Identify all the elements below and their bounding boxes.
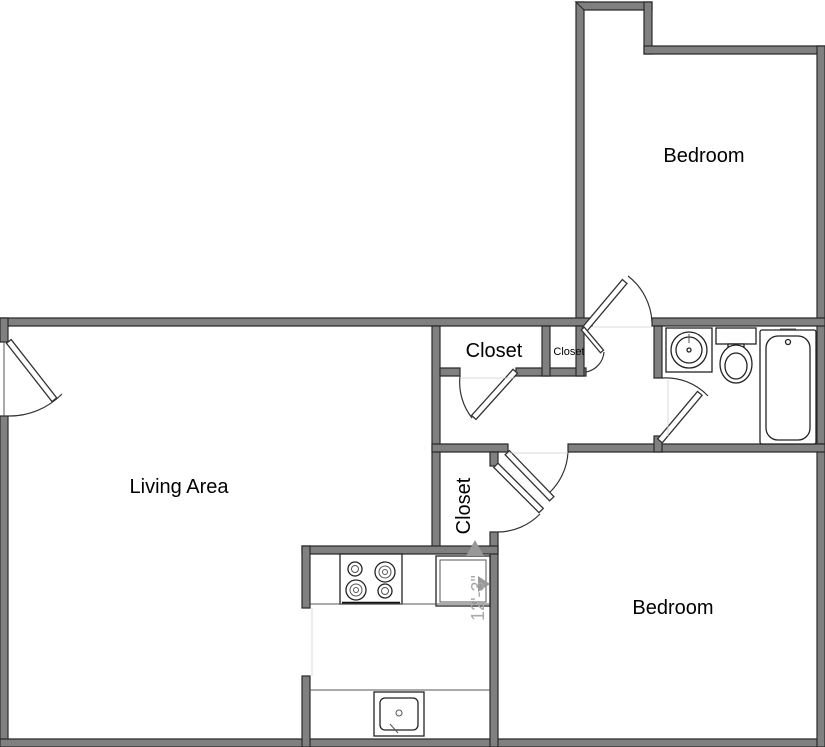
fixtures <box>310 326 817 737</box>
room-label-closet-hall: Closet <box>466 340 523 362</box>
wall-hall-bottom-left <box>431 443 509 453</box>
wall-right-upper <box>816 45 825 453</box>
wall-kitchen-left-bottom <box>301 675 311 747</box>
bathroom-sink <box>665 327 713 373</box>
bathtub <box>759 328 817 445</box>
wall-hall-left <box>431 325 441 549</box>
wall-small-closet-right <box>575 325 585 377</box>
wall-closet-divider <box>541 325 551 377</box>
hall-closet-door <box>459 368 519 421</box>
stove <box>339 553 403 605</box>
refrigerator <box>435 555 491 607</box>
wall-left-top <box>0 317 9 343</box>
kitchen-counters <box>310 603 490 691</box>
room-label-closet-small: Closet <box>553 346 584 358</box>
doors <box>3 275 709 533</box>
entry-door <box>3 338 63 417</box>
toilet <box>715 327 757 384</box>
room-label-closet-vertical: Closet <box>453 477 475 534</box>
wall-left-bottom <box>0 415 9 747</box>
wall-bottom <box>0 738 825 747</box>
vertical-closet-door <box>492 462 545 533</box>
wall-bath-top <box>651 317 825 327</box>
wall-bath-left-top <box>653 325 663 379</box>
wall-bedroom-left <box>489 531 499 747</box>
kitchen-sink <box>373 691 425 737</box>
bathroom-door <box>656 377 709 444</box>
room-label-bedroom-top: Bedroom <box>663 145 744 167</box>
bottom-bedroom-door <box>504 449 569 502</box>
wall-hall-bottom-right <box>567 443 825 453</box>
room-label-living-area: Living Area <box>130 476 230 498</box>
wall-kitchen-left-top <box>301 545 311 609</box>
wall-right-lower <box>816 443 825 747</box>
small-closet-door <box>580 326 605 373</box>
dimension-marker <box>466 540 490 592</box>
wall-top-bedroom-top <box>574 1 653 11</box>
top-bedroom-door <box>581 275 653 332</box>
wall-main-top <box>0 317 593 327</box>
wall-top-bedroom-top-right <box>643 45 825 55</box>
wall-top-bedroom-left <box>575 1 585 327</box>
room-label-bedroom-bottom: Bedroom <box>632 597 713 619</box>
wall-closet-bottom-a <box>439 367 461 377</box>
dimension-label: 12'-3" <box>468 575 488 621</box>
